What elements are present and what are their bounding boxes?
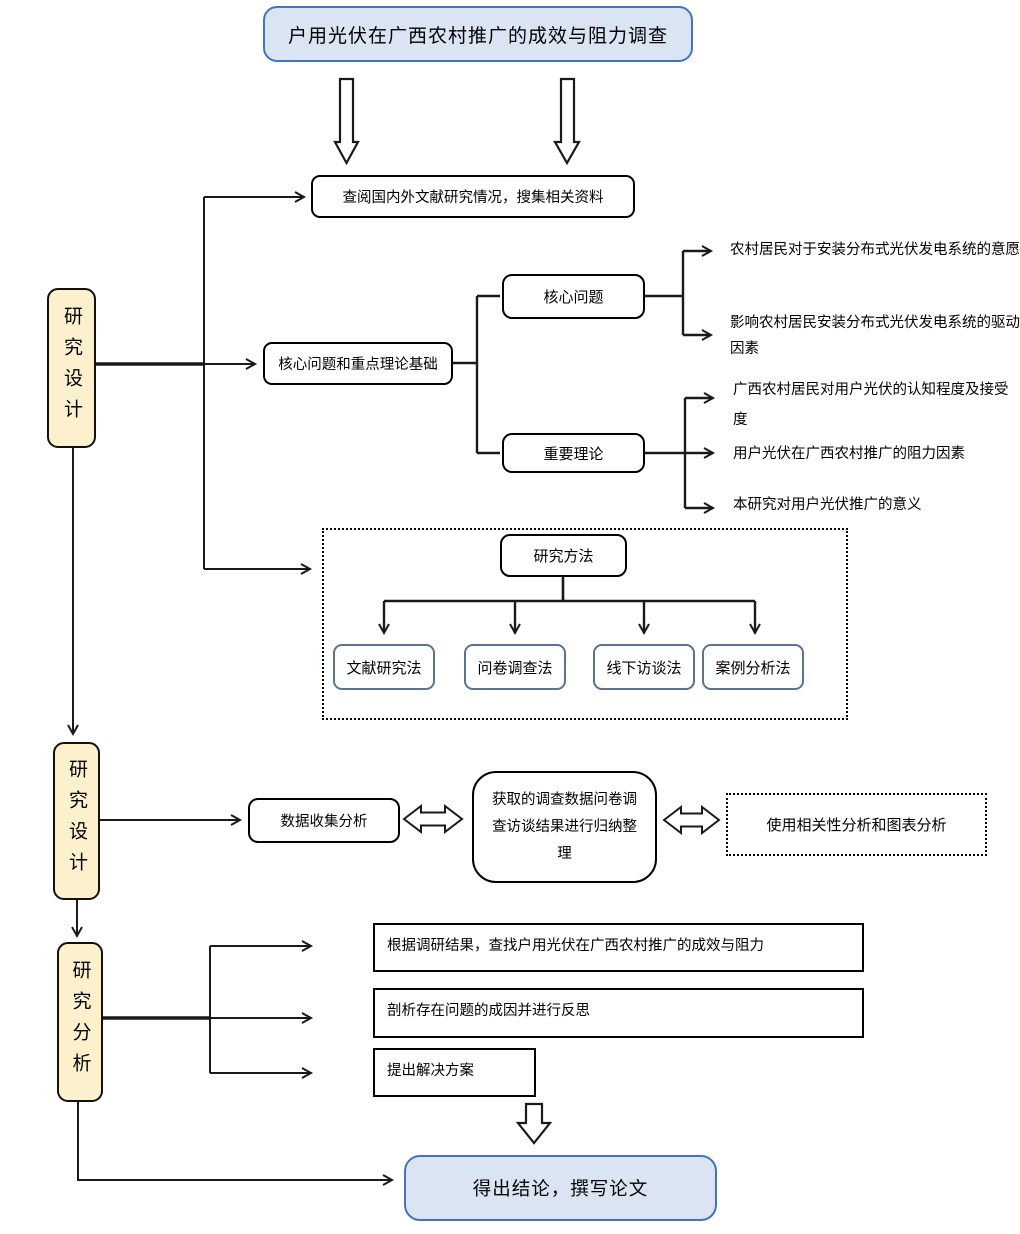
stage-implementation-label: 研究设计: [66, 759, 87, 883]
conclusion-box: 得出结论，撰写论文: [404, 1155, 717, 1221]
down-block-arrow-left-icon: [333, 77, 360, 166]
analysis-step-box-2: 剖析存在问题的成因并进行反思: [373, 988, 864, 1038]
stage-analysis-label: 研究分析: [69, 960, 91, 1084]
stage-implementation-box: 研究设计: [53, 742, 100, 900]
analysis-step-box-1: 根据调研结果，查找户用光伏在广西农村推广的成效与阻力: [373, 923, 864, 972]
analysis-step-box-3: 提出解决方案: [373, 1048, 536, 1097]
method-box-literature: 文献研究法: [333, 644, 435, 690]
down-block-arrow-right-icon: [553, 77, 581, 166]
double-arrow-right-icon: [662, 804, 721, 836]
stage-design-label: 研究设计: [61, 306, 82, 430]
method-box-questionnaire: 问卷调查法: [464, 644, 566, 690]
key-theory-box: 重要理论: [502, 433, 645, 473]
analysis-tools-box: 使用相关性分析和图表分析: [726, 793, 987, 856]
key-theory-item-2: 用户光伏在广西农村推广的阻力因素: [733, 446, 965, 462]
core-question-box: 核心问题: [502, 274, 645, 319]
connector-theory-bracket: [645, 398, 687, 508]
connector-core-bracket: [453, 294, 500, 455]
data-processing-box: 获取的调查数据问卷调查访谈结果进行归纳整理: [472, 771, 657, 883]
key-theory-item-3: 本研究对用户光伏推广的意义: [733, 497, 922, 513]
methods-title-box: 研究方法: [500, 534, 627, 577]
method-box-case-study: 案例分析法: [702, 644, 804, 690]
flow-title-box: 户用光伏在广西农村推广的成效与阻力调查: [263, 6, 693, 62]
double-arrow-left-icon: [402, 803, 464, 835]
connector-coreq-bracket: [645, 251, 685, 335]
methods-dashed-container: [322, 528, 848, 720]
core-question-item-1: 农村居民对于安装分布式光伏发电系统的意愿: [730, 242, 1020, 258]
stage-analysis-box: 研究分析: [57, 942, 103, 1102]
small-down-block-arrow-icon: [515, 1102, 553, 1145]
stage-design-box: 研究设计: [47, 288, 96, 448]
connector-stage3-conclusion: [77, 1102, 395, 1186]
data-collection-box: 数据收集分析: [248, 798, 400, 843]
core-question-item-2: 影响农村居民安装分布式光伏发电系统的驱动因素: [730, 315, 1020, 357]
method-box-interview: 线下访谈法: [593, 644, 695, 690]
literature-review-box: 查阅国内外文献研究情况，搜集相关资料: [311, 175, 635, 218]
core-theory-box: 核心问题和重点理论基础: [263, 342, 453, 385]
key-theory-item-1: 广西农村居民对用户光伏的认知程度及接受度: [733, 382, 1009, 428]
